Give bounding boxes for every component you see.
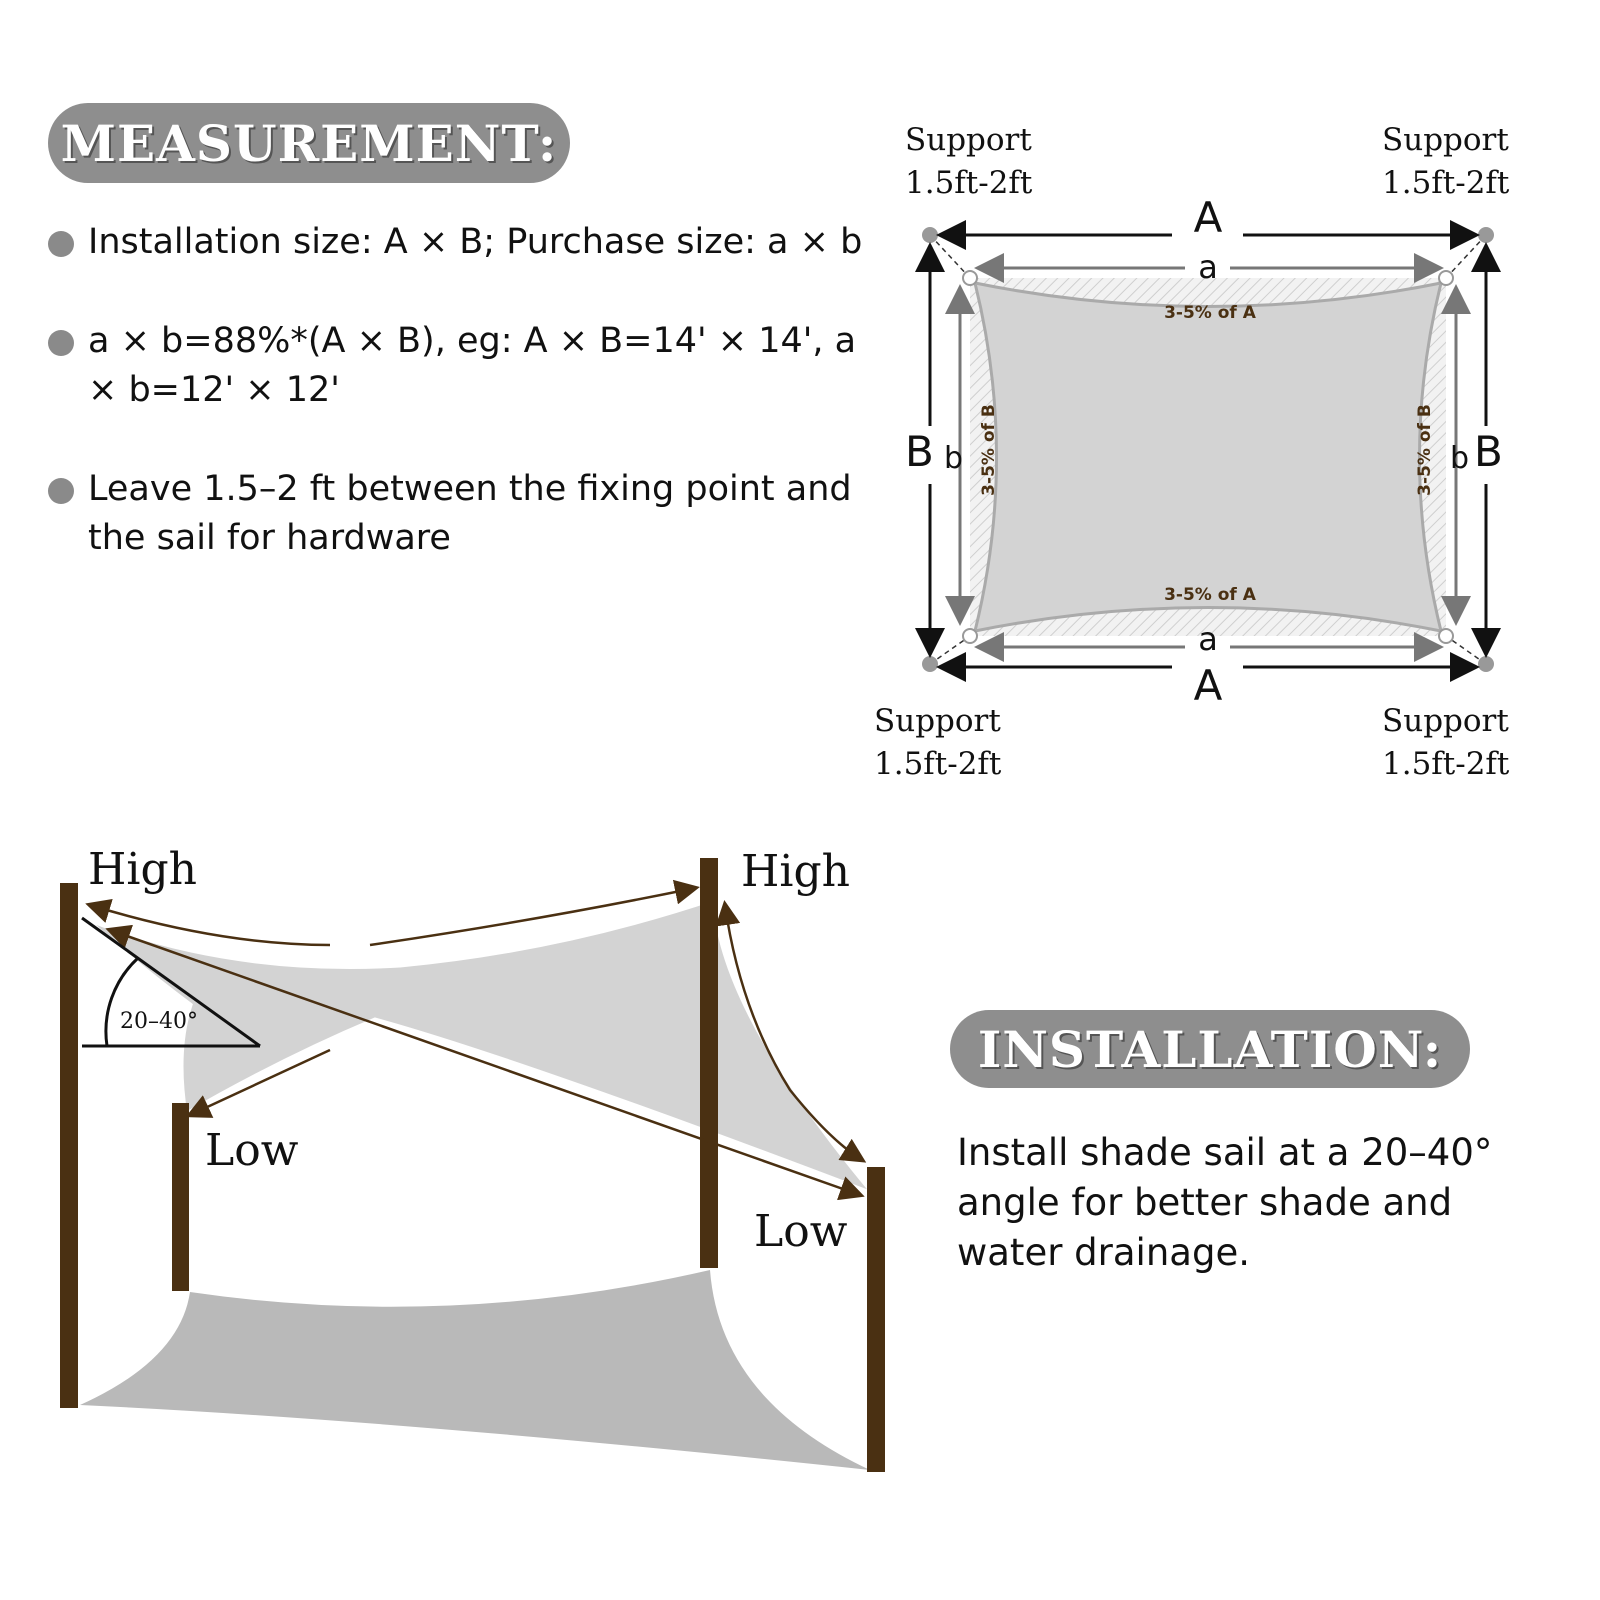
- label-b-right: b: [1450, 441, 1469, 476]
- measurement-heading: MEASUREMENT:: [48, 103, 570, 183]
- support-point-icons: [922, 227, 1494, 672]
- label-B-right: B: [1474, 427, 1503, 476]
- bullet-dot-icon: [48, 330, 74, 356]
- a-arrows: [945, 253, 1471, 662]
- label-a-top: a: [1198, 248, 1218, 286]
- sag-label-top: 3-5% of A: [1164, 303, 1257, 323]
- support-label: Support: [1382, 703, 1509, 739]
- sag-label-left: 3-5% of B: [979, 404, 999, 496]
- post-low-right: [867, 1167, 885, 1472]
- support-label: Support: [905, 122, 1032, 158]
- label-a-bottom: a: [1198, 620, 1218, 658]
- support-labels: Support 1.5ft-2ft Support 1.5ft-2ft Supp…: [874, 122, 1510, 782]
- high-label-left: High: [88, 844, 197, 895]
- support-label: Support: [1382, 122, 1509, 158]
- installation-heading: INSTALLATION:: [950, 1010, 1470, 1088]
- sag-label-bottom: 3-5% of A: [1164, 585, 1257, 605]
- support-label: Support: [874, 703, 1001, 739]
- post-low-left: [172, 1103, 189, 1291]
- low-label-right: Low: [754, 1206, 848, 1257]
- sag-label-right: 3-5% of B: [1415, 404, 1435, 496]
- installation-text: Install shade sail at a 20–40° angle for…: [957, 1131, 1493, 1274]
- bullet-leave-space: Leave 1.5–2 ft between the fixing point …: [48, 465, 878, 563]
- installation-angle-diagram: 20–40° High High Low Low: [60, 844, 885, 1472]
- bullet-installation-size: Installation size: A × B; Purchase size:…: [48, 218, 898, 267]
- installation-heading-text: INSTALLATION:: [977, 1019, 1443, 1079]
- label-A-top: A: [1194, 193, 1223, 242]
- high-label-right: High: [741, 846, 850, 897]
- support-distance: 1.5ft-2ft: [874, 746, 1002, 782]
- measurement-heading-text: MEASUREMENT:: [60, 113, 558, 173]
- bullet-text: a × b=88%*(A × B), eg: A × B=14' × 14', …: [88, 321, 857, 410]
- sail-shape: [972, 281, 1444, 633]
- label-B-left: B: [905, 427, 934, 476]
- angle-indicator: [81, 916, 261, 1048]
- post-high-right: [700, 858, 718, 1268]
- angle-label: 20–40°: [120, 1009, 198, 1034]
- support-distance: 1.5ft-2ft: [1382, 746, 1510, 782]
- A-arrows: [915, 220, 1501, 682]
- bullet-dot-icon: [48, 231, 74, 257]
- support-distance: 1.5ft-2ft: [905, 165, 1033, 201]
- bullet-formula: a × b=88%*(A × B), eg: A × B=14' × 14', …: [48, 317, 878, 415]
- bullet-text: Installation size: A × B; Purchase size:…: [88, 222, 863, 262]
- bullet-dot-icon: [48, 478, 74, 504]
- low-label-left: Low: [205, 1125, 299, 1176]
- post-high-left: [60, 883, 78, 1408]
- sail-measurement-diagram: A A a a B b b B 3-5% of A 3-5% of A 3-5%…: [874, 122, 1510, 782]
- bullet-text: Leave 1.5–2 ft between the fixing point …: [88, 469, 852, 558]
- tension-arrows: [85, 879, 867, 1201]
- label-A-bottom: A: [1194, 661, 1223, 710]
- support-distance: 1.5ft-2ft: [1382, 165, 1510, 201]
- sail-shadow: [80, 1270, 870, 1470]
- label-b-left: b: [944, 441, 963, 476]
